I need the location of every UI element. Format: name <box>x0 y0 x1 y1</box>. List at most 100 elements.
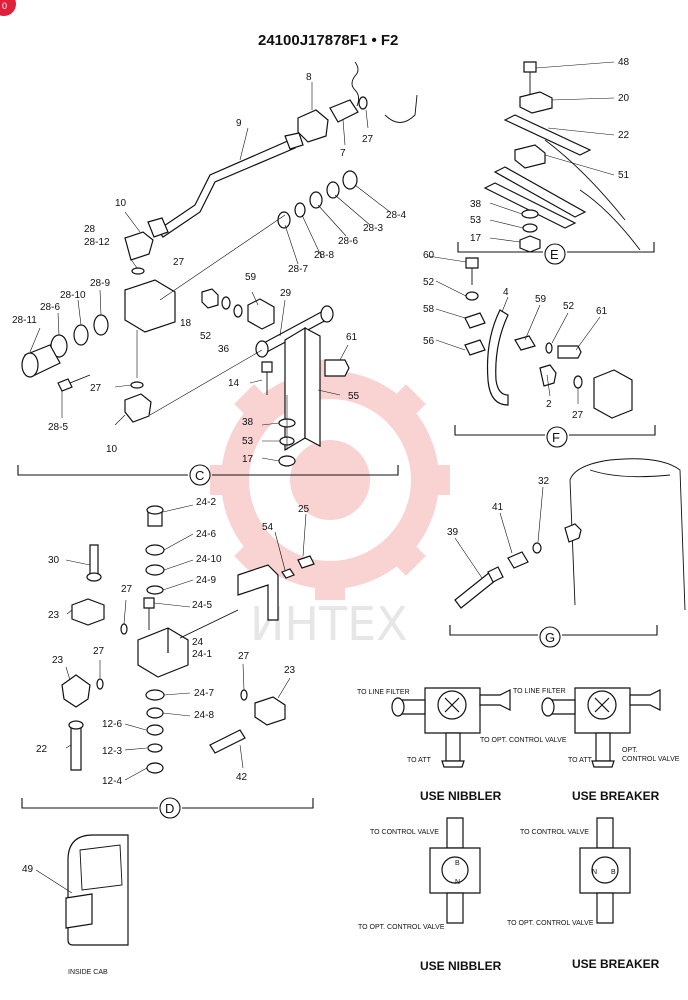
part-callout-label: 12-3 <box>102 746 122 757</box>
part-callout-label: 52 <box>563 301 575 312</box>
part-callout-label: 38 <box>470 199 482 210</box>
part-callout-label: 28-10 <box>60 290 86 301</box>
section-g-assembly: G <box>449 458 686 648</box>
part-callout-label: 28-9 <box>90 278 110 289</box>
part-callout-label: 17 <box>242 454 254 465</box>
part-callout-label: 12-6 <box>102 719 122 730</box>
flow-labels: TO LINE FILTER TO LINE FILTER TO ATT TO … <box>357 688 680 973</box>
section-f-assembly: F <box>427 255 656 448</box>
part-callout-label: 14 <box>228 378 240 389</box>
corner-badge: 0 <box>0 0 16 16</box>
part-callout-label: 23 <box>284 665 296 676</box>
use-breaker-bottom: USE BREAKER <box>572 957 660 971</box>
part-callout-label: 12-4 <box>102 776 122 787</box>
part-callout-label: 56 <box>423 336 435 347</box>
part-callout-label: 24-7 <box>194 688 214 699</box>
part-callout-label: 18 <box>180 318 192 329</box>
section-g-label: G <box>545 630 555 645</box>
use-nibbler-bottom: USE NIBBLER <box>420 959 502 973</box>
part-callout-label: 28 <box>84 224 96 235</box>
part-callout-label: 54 <box>262 522 274 533</box>
part-callout-label: 20 <box>618 93 630 104</box>
use-breaker-top: USE BREAKER <box>572 789 660 803</box>
section-e-labels: 48 20 22 51 38 53 17 <box>470 57 630 244</box>
part-callout-label: 27 <box>90 383 102 394</box>
part-callout-label: 29 <box>280 288 292 299</box>
part-callout-label: 23 <box>52 655 64 666</box>
part-callout-label: 39 <box>447 527 459 538</box>
part-callout-label: 36 <box>218 344 230 355</box>
part-callout-label: TO LINE FILTER <box>513 688 566 695</box>
part-callout-label: 28-7 <box>288 264 308 275</box>
page-title: 24100J17878F1 • F2 <box>258 32 398 49</box>
part-callout-label: 24-10 <box>196 554 222 565</box>
part-callout-label: 58 <box>423 304 435 315</box>
part-callout-label: TO OPT. CONTROL VALVE <box>480 737 567 744</box>
part-callout-label: 22 <box>618 130 630 141</box>
part-callout-label: 55 <box>348 391 360 402</box>
part-callout-label: TO CONTROL VALVE <box>520 829 589 836</box>
part-callout-label: TO OPT. CONTROL VALVE <box>358 924 445 931</box>
part-callout-label: 27 <box>238 651 250 662</box>
part-callout-label: 24-6 <box>196 529 216 540</box>
part-callout-label: 10 <box>106 444 118 455</box>
part-callout-label: 28-5 <box>48 422 68 433</box>
section-c-label: C <box>195 468 204 483</box>
part-callout-label: 24 <box>192 637 204 648</box>
part-callout-label: 27 <box>173 257 185 268</box>
part-callout-label: 53 <box>470 215 482 226</box>
part-callout-label: 25 <box>298 504 310 515</box>
part-callout-label: 4 <box>503 287 509 298</box>
section-d-assembly: D <box>21 504 315 819</box>
part-callout-label: 59 <box>535 294 547 305</box>
part-callout-label: 28-3 <box>363 223 383 234</box>
part-callout-label: 28-6 <box>338 236 358 247</box>
part-callout-label: 28-11 <box>12 315 37 326</box>
part-callout-label: 52 <box>423 277 435 288</box>
section-d-label: D <box>165 801 174 816</box>
part-callout-label: 27 <box>93 646 105 657</box>
part-callout-label: TO ATT <box>568 757 593 764</box>
flow-diagram-nibbler-bottom: B N <box>429 817 481 924</box>
part-callout-label: B <box>455 860 460 867</box>
section-c-assembly: C <box>17 61 418 486</box>
section-d-labels: 24-2 24-6 24-10 24-9 24-5 30 27 23 24 24… <box>36 497 310 787</box>
part-callout-label: CONTROL VALVE <box>622 756 680 763</box>
part-callout-label: OPT. <box>622 747 638 754</box>
part-callout-label: N <box>592 869 597 876</box>
part-callout-label: 49 <box>22 864 34 875</box>
section-g-labels: 32 41 39 <box>447 476 550 538</box>
part-callout-label: 30 <box>48 555 60 566</box>
part-callout-label: 10 <box>115 198 127 209</box>
section-f-label: F <box>552 430 560 445</box>
inside-cab-label: INSIDE CAB <box>68 969 108 976</box>
part-callout-label: 27 <box>121 584 133 595</box>
part-callout-label: TO CONTROL VALVE <box>370 829 439 836</box>
part-callout-label: N <box>455 879 460 886</box>
part-callout-label: TO OPT. CONTROL VALVE <box>507 920 594 927</box>
part-callout-label: 24-5 <box>192 600 212 611</box>
flow-diagram-breaker-bottom: N B <box>579 817 631 924</box>
part-callout-label: 24-1 <box>192 649 212 660</box>
part-callout-label: 28-12 <box>84 237 110 248</box>
section-f-labels: 60 52 4 58 59 52 61 56 2 27 <box>423 250 608 421</box>
part-callout-label: 32 <box>538 476 550 487</box>
part-callout-label: 27 <box>362 134 374 145</box>
part-callout-label: 59 <box>245 272 257 283</box>
part-callout-label: 8 <box>306 72 312 83</box>
part-callout-label: B <box>611 869 616 876</box>
part-callout-label: 38 <box>242 417 254 428</box>
flow-diagram-breaker-top <box>541 687 661 768</box>
part-callout-label: 9 <box>236 118 242 129</box>
section-e-assembly: E <box>457 61 655 265</box>
part-callout-label: 24-8 <box>194 710 214 721</box>
part-callout-label: 2 <box>546 399 552 410</box>
part-callout-label: 28-8 <box>314 250 334 261</box>
part-callout-label: 24-2 <box>196 497 216 508</box>
part-callout-label: 17 <box>470 233 482 244</box>
part-callout-label: 0 <box>2 1 7 11</box>
part-callout-label: TO LINE FILTER <box>357 689 410 696</box>
section-c-labels: 9 8 7 27 10 28 28-12 27 28-4 28-3 28-6 2… <box>12 72 406 465</box>
part-callout-label: 42 <box>236 772 248 783</box>
